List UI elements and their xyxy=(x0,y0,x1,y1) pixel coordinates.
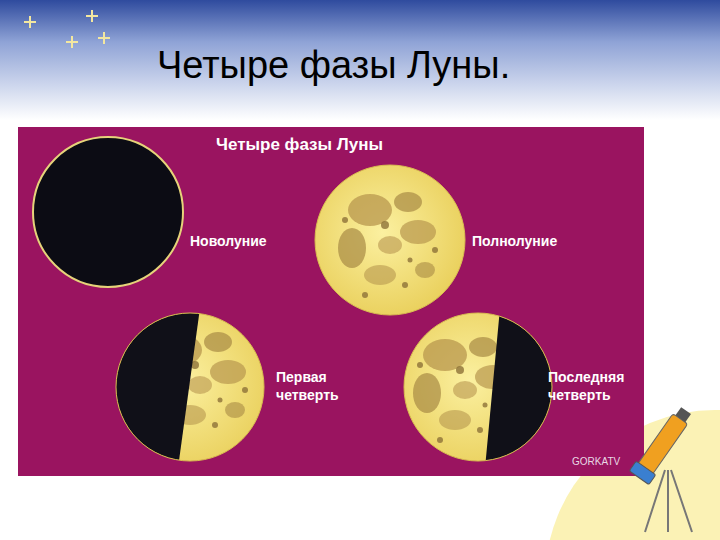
phase-label: Новолуние xyxy=(190,233,267,249)
panel-title: Четыре фазы Луны xyxy=(216,135,383,155)
slide-title: Четыре фазы Луны. xyxy=(157,44,510,87)
watermark: GORKATV xyxy=(572,456,620,467)
phase-label: Первая четверть xyxy=(276,369,356,404)
phase-label: Последняя четверть xyxy=(548,369,640,404)
phase-label: Полнолуние xyxy=(472,233,557,249)
